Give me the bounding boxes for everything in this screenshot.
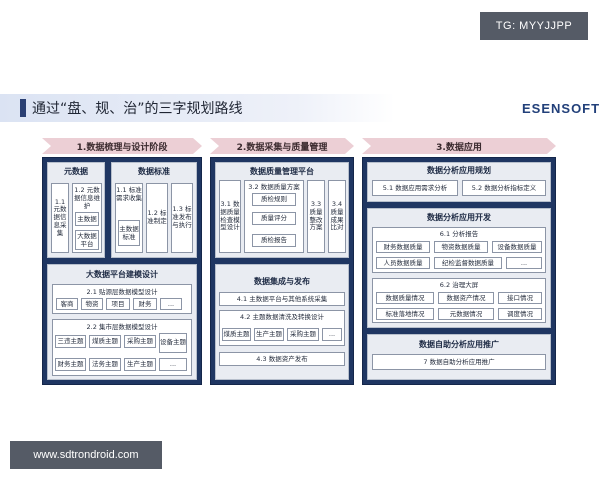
source-item: 物资 <box>81 298 103 310</box>
quality-fix-box: 3.3 质量整改方案 <box>307 180 325 253</box>
mart-item: 煤质主题 <box>89 335 121 348</box>
watermark-top: TG: MYYJJPP <box>480 12 588 40</box>
source-item: 项目 <box>106 298 130 310</box>
mart-layer-title: 2.2 集市层数据模型设计 <box>86 323 158 331</box>
report-title: 6.1 分析报告 <box>439 230 479 238</box>
metadata-bigdata-platform: 大数据平台 <box>75 230 99 250</box>
mart-item: 三违主题 <box>55 335 86 348</box>
title-bar <box>0 94 395 122</box>
quality-plan-item: 质量评分 <box>252 212 296 225</box>
clean-item: 生产主题 <box>254 328 284 341</box>
quality-plan-title: 3.2 数据质量方案 <box>248 183 300 191</box>
integration-title: 数据集成与发布 <box>254 277 310 286</box>
mart-item: 财务主题 <box>55 358 86 371</box>
mart-item: 法务主题 <box>89 358 121 371</box>
development-title: 数据分析应用开发 <box>427 213 491 222</box>
report-item: ... <box>506 257 542 269</box>
integration-collect-box: 4.1 主数据平台与其他系统采集 <box>219 292 345 306</box>
metadata-collect-box: 1.1 元数据信息采集 <box>51 183 69 253</box>
quality-plan-item: 质检报告 <box>252 234 296 247</box>
metadata-master-data: 主数据 <box>75 212 99 226</box>
stage-banner-3: 3.数据应用 <box>362 138 556 154</box>
clean-item: 煤质主题 <box>222 328 251 341</box>
modeling-title: 大数据平台建模设计 <box>86 270 158 279</box>
integration-clean-title: 4.2 主题数据清洗及转换设计 <box>240 313 324 321</box>
source-item: ... <box>160 298 182 310</box>
source-layer-title: 2.1 贴源层数据模型设计 <box>86 288 158 296</box>
stage-banner-1: 1.数据梳理与设计阶段 <box>42 138 202 154</box>
screen-item: 数据资产情况 <box>438 292 494 304</box>
standard-publish-box: 1.3 标准发布与执行 <box>171 183 193 253</box>
report-item: 设备数据质量 <box>492 241 542 253</box>
title-accent <box>20 99 26 117</box>
planning-index-box: 5.2 数据分析指标定义 <box>462 180 546 196</box>
esensoft-logo: ESENSOFT <box>522 101 600 116</box>
mart-item: 采购主题 <box>124 335 156 348</box>
standard-title: 数据标准 <box>138 167 170 176</box>
integration-publish-box: 4.3 数据资产发布 <box>219 352 345 366</box>
quality-plan-item: 质检规则 <box>252 193 296 206</box>
screen-item: 标准落地情况 <box>376 308 434 320</box>
stage-banner-2: 2.数据采集与质量管理 <box>210 138 354 154</box>
promotion-title: 数据自助分析应用推广 <box>419 340 499 349</box>
standard-make-box: 1.2 标准制定 <box>146 183 168 253</box>
planning-demand-box: 5.1 数据应用需求分析 <box>372 180 458 196</box>
report-item: 人员数据质量 <box>376 257 430 269</box>
screen-item: 数据质量情况 <box>376 292 434 304</box>
mart-item: 生产主题 <box>124 358 156 371</box>
mart-item: 设备主题 <box>159 333 187 353</box>
clean-item: 采购主题 <box>287 328 319 341</box>
clean-item: ... <box>322 328 342 341</box>
report-item: 物资数据质量 <box>434 241 488 253</box>
metadata-title: 元数据 <box>64 167 88 176</box>
screen-item: 元数据情况 <box>438 308 494 320</box>
screen-item: 接口情况 <box>498 292 542 304</box>
report-item: 纪检监督数据质量 <box>434 257 502 269</box>
screen-title: 6.2 治理大屏 <box>439 281 479 289</box>
metadata-maintain-label: 1.2 元数据信息维护 <box>74 186 100 211</box>
page-title: 通过“盘、规、治”的三字规划路线 <box>32 101 243 117</box>
quality-model-box: 3.1 数据质量检查模型设计 <box>219 180 241 253</box>
report-item: 财务数据质量 <box>376 241 430 253</box>
screen-item: 调度情况 <box>498 308 542 320</box>
quality-compare-box: 3.4 质量成果比对 <box>328 180 346 253</box>
mart-item: ... <box>159 358 187 371</box>
promotion-item: 7 数据自助分析应用推广 <box>372 354 546 370</box>
standard-collect-label: 1.1 标准需求收集 <box>116 186 142 203</box>
source-item: 客商 <box>56 298 78 310</box>
source-item: 财务 <box>133 298 157 310</box>
quality-title: 数据质量管理平台 <box>250 167 314 176</box>
watermark-bottom: www.sdtrondroid.com <box>10 441 162 469</box>
standard-master-data: 主数据标准 <box>118 220 140 246</box>
planning-title: 数据分析应用规划 <box>427 166 491 175</box>
